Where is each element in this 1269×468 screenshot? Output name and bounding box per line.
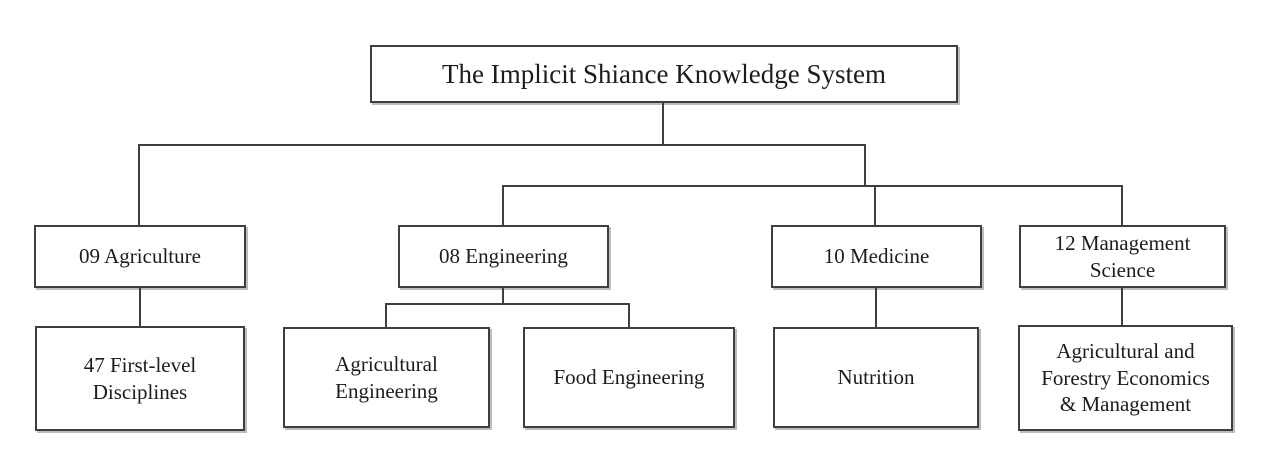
connector-agriculture-to-disciplines <box>139 288 141 326</box>
connector-engineering-rail <box>385 303 630 305</box>
connector-medicine-to-nutrition <box>875 288 877 327</box>
connector-engineering-stem <box>502 288 504 305</box>
node-root: The Implicit Shiance Knowledge System <box>370 45 958 103</box>
node-management-science: 12 Management Science <box>1019 225 1226 288</box>
node-agriculture: 09 Agriculture <box>34 225 246 288</box>
connector-to-food-engineering <box>628 303 630 327</box>
connector-rail-drop <box>864 144 866 187</box>
connector-level2-rail-lower <box>502 185 1123 187</box>
node-nutrition: Nutrition <box>773 327 979 428</box>
connector-level2-rail-upper <box>138 144 866 146</box>
node-first-level-disciplines: 47 First-level Disciplines <box>35 326 245 431</box>
connector-to-agricultural-engineering <box>385 303 387 327</box>
node-food-engineering: Food Engineering <box>523 327 735 428</box>
connector-to-agriculture <box>138 144 140 225</box>
connector-to-management <box>1121 185 1123 225</box>
node-agri-forestry-econ-mgmt: Agricultural and Forestry Economics & Ma… <box>1018 325 1233 431</box>
connector-management-to-afem <box>1121 288 1123 325</box>
connector-to-engineering <box>502 185 504 225</box>
node-engineering: 08 Engineering <box>398 225 609 288</box>
node-agricultural-engineering: Agricultural Engineering <box>283 327 490 428</box>
connector-root-stem <box>662 103 664 146</box>
node-medicine: 10 Medicine <box>771 225 982 288</box>
connector-to-medicine <box>874 185 876 225</box>
